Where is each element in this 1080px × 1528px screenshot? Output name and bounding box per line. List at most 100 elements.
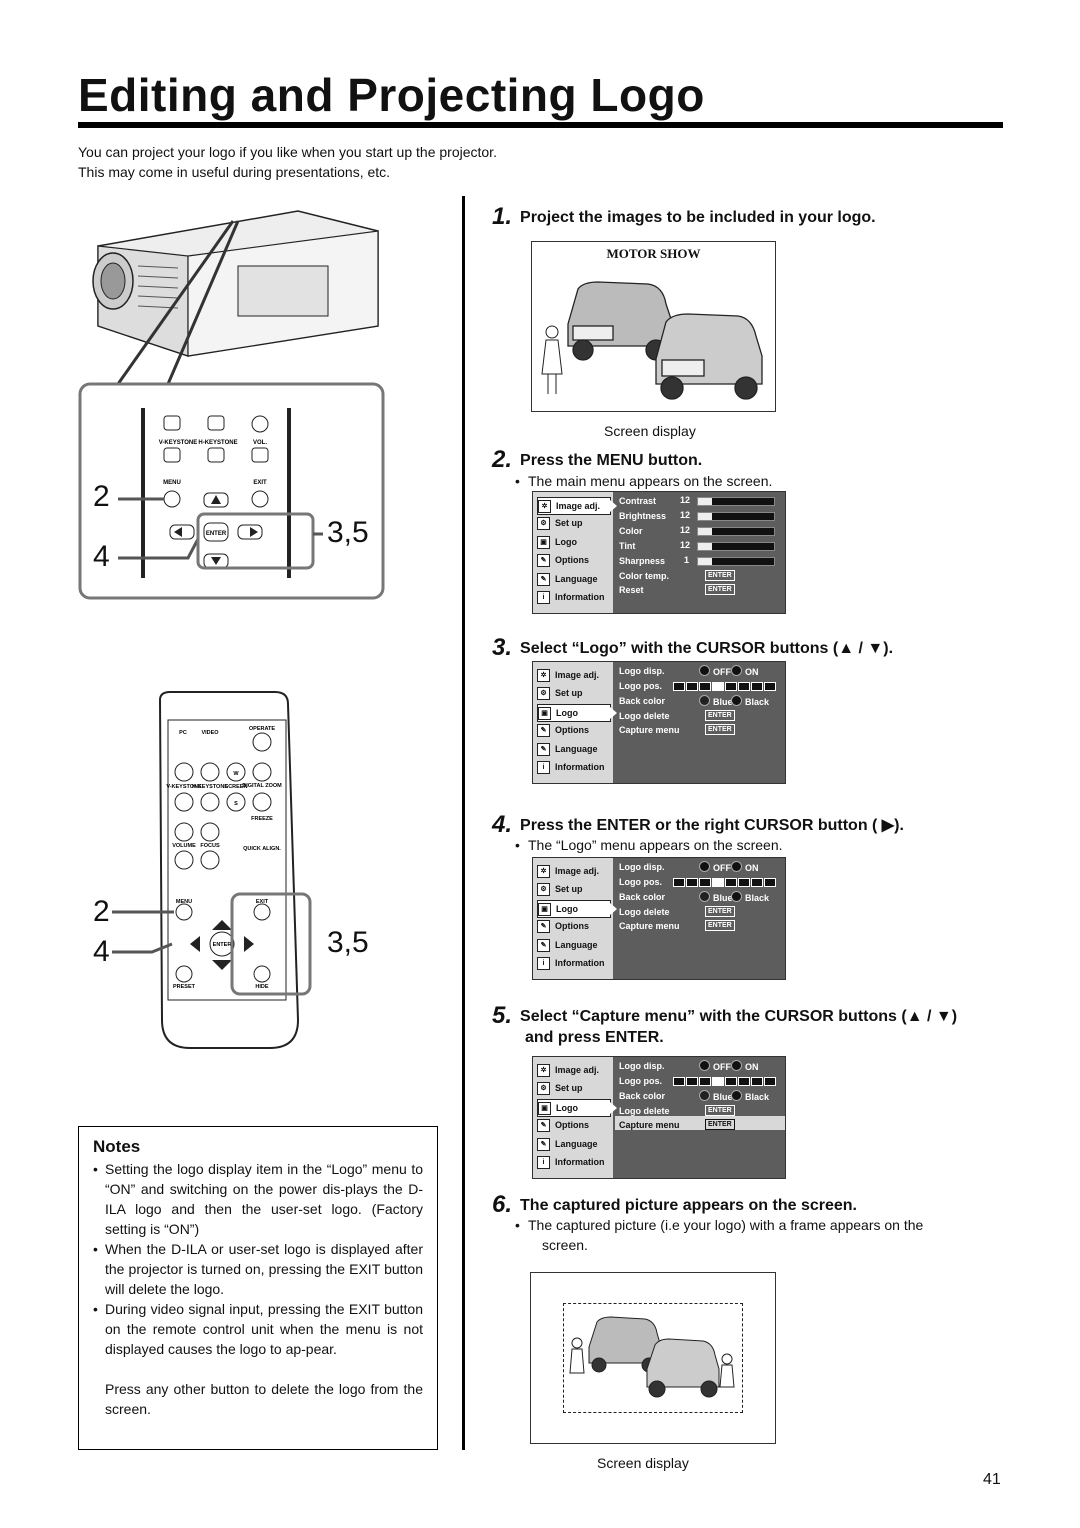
set-up-icon: ⚙ — [537, 686, 550, 700]
row-reset: Reset — [619, 585, 644, 595]
reset-enter[interactable]: ENTER — [705, 584, 735, 595]
back-color-black[interactable]: Black — [731, 1090, 769, 1102]
step-4: 4.Press the ENTER or the right CURSOR bu… — [492, 811, 904, 838]
logo-pos-selector[interactable] — [673, 682, 777, 693]
back-color-blue[interactable]: Blue — [699, 891, 733, 903]
svg-text:OPERATE: OPERATE — [249, 726, 276, 732]
menu-item-language[interactable]: ✎Language — [537, 1136, 609, 1152]
menu-item-language[interactable]: ✎Language — [537, 937, 609, 953]
menu-item-options[interactable]: ✎Options — [537, 1117, 609, 1133]
motor-show-banner: MOTOR SHOW — [606, 246, 701, 261]
back-color-blue[interactable]: Blue — [699, 1090, 733, 1102]
menu-item-set-up[interactable]: ⚙Set up — [537, 685, 609, 701]
menu-item-set-up[interactable]: ⚙Set up — [537, 515, 609, 531]
logo-row-4: Capture menu — [619, 921, 680, 931]
captured-cars-illustration — [569, 1316, 735, 1398]
contrast-slider[interactable] — [697, 497, 775, 506]
menu-item-options[interactable]: ✎Options — [537, 722, 609, 738]
logo-delete-enter[interactable]: ENTER — [705, 1105, 735, 1116]
step-2-bullet: The main menu appears on the screen. — [515, 473, 772, 489]
logo-row-3: Logo delete — [619, 711, 670, 721]
menu-item-image-adj[interactable]: ✲Image adj. — [537, 863, 609, 879]
back-color-blue[interactable]: Blue — [699, 695, 733, 707]
image-adj-icon: ✲ — [537, 864, 550, 878]
svg-text:VOL.: VOL. — [253, 440, 267, 446]
logo-disp-off[interactable]: OFF — [699, 861, 731, 873]
title-rule — [78, 122, 1003, 128]
logo-disp-on[interactable]: ON — [731, 861, 759, 873]
logo-delete-enter[interactable]: ENTER — [705, 906, 735, 917]
note-item: Setting the logo display item in the “Lo… — [93, 1159, 423, 1239]
brightness-slider[interactable] — [697, 512, 775, 521]
color-slider[interactable] — [697, 527, 775, 536]
intro-line-1: You can project your logo if you like wh… — [78, 144, 497, 160]
back-color-black[interactable]: Black — [731, 695, 769, 707]
logo-disp-on[interactable]: ON — [731, 1060, 759, 1072]
logo-delete-enter[interactable]: ENTER — [705, 710, 735, 721]
logo-row-4: Capture menu — [619, 1120, 680, 1130]
screen-caption-1: Screen display — [604, 423, 696, 439]
menu-item-set-up[interactable]: ⚙Set up — [537, 1080, 609, 1096]
menu-item-language[interactable]: ✎Language — [537, 571, 609, 587]
svg-text:ENTER: ENTER — [206, 531, 227, 537]
color-value: 12 — [680, 525, 691, 535]
tint-slider[interactable] — [697, 542, 775, 551]
menu-item-logo[interactable]: ▣Logo — [537, 1099, 617, 1117]
logo-row-3: Logo delete — [619, 1106, 670, 1116]
menu-item-logo[interactable]: ▣Logo — [537, 534, 609, 550]
logo-row-2: Back color — [619, 892, 666, 902]
svg-text:S: S — [234, 801, 238, 807]
main-menu-screen: ✲Image adj. ⚙Set up ▣Logo ✎Options ✎Lang… — [532, 491, 786, 614]
capture-menu-enter[interactable]: ENTER — [705, 1119, 735, 1130]
brightness-value: 12 — [680, 510, 691, 520]
logo-frame — [563, 1303, 743, 1413]
color-temp-enter[interactable]: ENTER — [705, 570, 735, 581]
menu-item-logo[interactable]: ▣Logo — [537, 704, 617, 722]
image-adj-icon: ✲ — [537, 1063, 550, 1077]
callout-2-remote: 2 — [93, 895, 110, 928]
menu-item-logo[interactable]: ▣Logo — [537, 900, 617, 918]
logo-disp-on[interactable]: ON — [731, 665, 759, 677]
menu-item-image-adj[interactable]: ✲Image adj. — [537, 497, 617, 515]
information-icon: i — [537, 1155, 550, 1169]
capture-menu-enter[interactable]: ENTER — [705, 724, 735, 735]
step-6-bullet-cont: screen. — [542, 1237, 588, 1253]
set-up-icon: ⚙ — [537, 882, 550, 896]
menu-item-options[interactable]: ✎Options — [537, 918, 609, 934]
capture-menu-enter[interactable]: ENTER — [705, 920, 735, 931]
tint-value: 12 — [680, 540, 691, 550]
menu-item-image-adj[interactable]: ✲Image adj. — [537, 667, 609, 683]
note-extra: Press any other button to delete the log… — [105, 1381, 423, 1417]
language-icon: ✎ — [537, 938, 550, 952]
svg-text:EXIT: EXIT — [256, 899, 269, 905]
menu-item-language[interactable]: ✎Language — [537, 741, 609, 757]
back-color-black[interactable]: Black — [731, 891, 769, 903]
menu-item-options[interactable]: ✎Options — [537, 552, 609, 568]
step-5-line-2: and press ENTER. — [525, 1029, 664, 1046]
menu-item-image-adj[interactable]: ✲Image adj. — [537, 1062, 609, 1078]
sharpness-slider[interactable] — [697, 557, 775, 566]
step-4-bullet: The “Logo” menu appears on the screen. — [515, 837, 782, 853]
menu-item-set-up[interactable]: ⚙Set up — [537, 881, 609, 897]
logo-disp-off[interactable]: OFF — [699, 1060, 731, 1072]
row-color: Color — [619, 526, 643, 536]
capture-menu-highlight — [615, 1116, 785, 1130]
logo-icon: ▣ — [538, 706, 551, 720]
logo-disp-off[interactable]: OFF — [699, 665, 731, 677]
logo-icon: ▣ — [537, 535, 550, 549]
logo-row-3: Logo delete — [619, 907, 670, 917]
svg-text:EXIT: EXIT — [253, 480, 267, 486]
step-6: 6.The captured picture appears on the sc… — [492, 1191, 857, 1218]
svg-text:FREEZE: FREEZE — [251, 816, 273, 822]
logo-row-1: Logo pos. — [619, 1076, 662, 1086]
screen-caption-2: Screen display — [597, 1455, 689, 1471]
logo-pos-selector[interactable] — [673, 878, 777, 889]
logo-menu-screen-step5: ✲Image adj. ⚙Set up ▣Logo✎Options ✎Language… — [532, 1056, 786, 1179]
logo-pos-selector[interactable] — [673, 1077, 777, 1088]
sharpness-value: 1 — [684, 555, 690, 565]
options-icon: ✎ — [537, 919, 550, 933]
